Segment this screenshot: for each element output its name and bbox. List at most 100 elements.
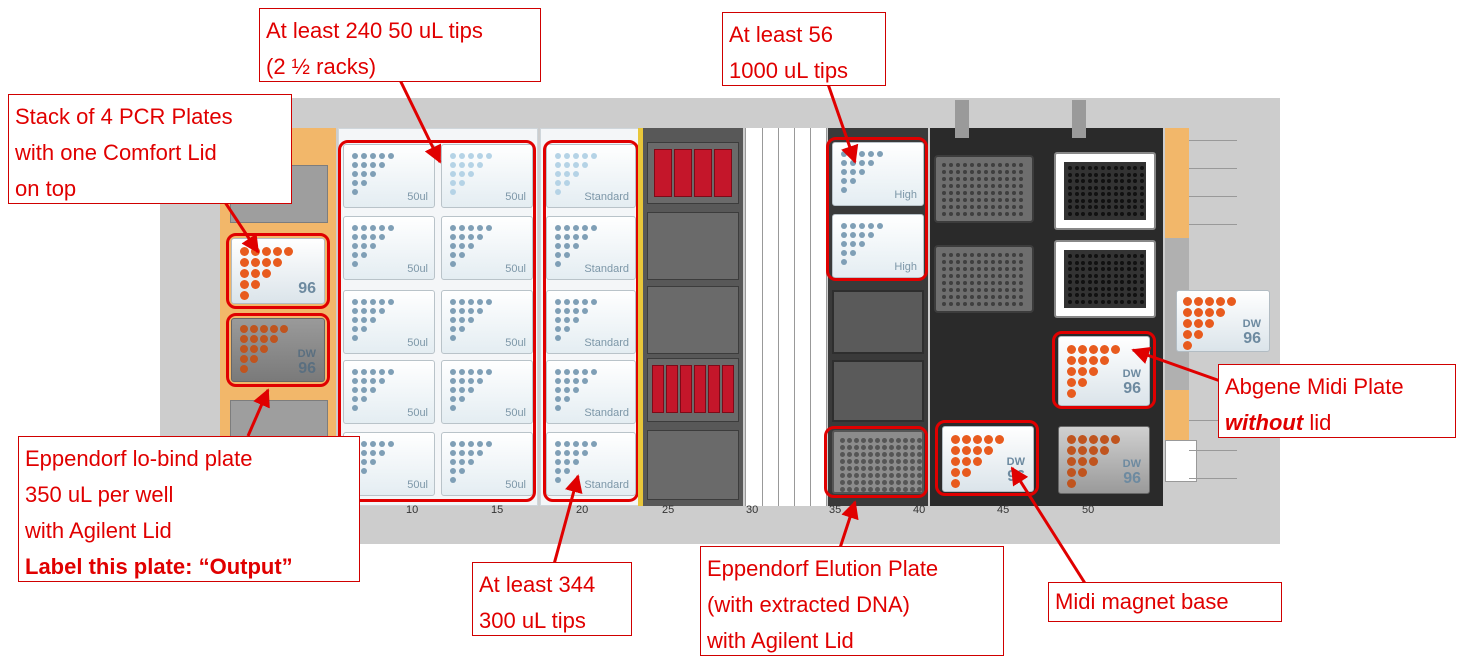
grid-well [1139, 273, 1144, 278]
well-dot [379, 153, 385, 159]
well-dot [477, 378, 483, 384]
well-dot [450, 261, 456, 267]
elution-plate[interactable] [832, 430, 924, 494]
well-dot [352, 252, 358, 258]
grid-well [963, 288, 967, 292]
tip-rack-50-3[interactable]: 50ul [343, 360, 435, 424]
well-dot [459, 308, 465, 314]
grid-well [1094, 267, 1098, 271]
well-dot [850, 178, 856, 184]
grid-well [1012, 302, 1016, 306]
grid-well [868, 459, 873, 464]
well-dot [370, 225, 376, 231]
grid-well [903, 459, 908, 464]
well-dot [260, 335, 268, 343]
well-dot [450, 180, 456, 186]
well-dot [984, 435, 993, 444]
grid-well [1068, 192, 1072, 196]
grid-well [970, 288, 974, 292]
well-dot [459, 252, 465, 258]
grid-well [970, 198, 974, 202]
well-dot [450, 299, 456, 305]
grid-well [847, 466, 852, 471]
tip-rack-300-0[interactable]: Standard [546, 144, 636, 208]
well-dot [555, 308, 561, 314]
well-dot [573, 308, 579, 314]
abgene-dw-label: DW [1122, 368, 1141, 380]
well-dot [1078, 345, 1087, 354]
well-dot [555, 189, 561, 195]
abgene-midi-plate[interactable]: DW 96 [1058, 336, 1150, 406]
grid-well [1068, 273, 1072, 278]
well-dot [859, 160, 865, 166]
tip-rack-300-4[interactable]: Standard [546, 432, 636, 496]
grid-well [882, 466, 887, 471]
grid-well [1100, 172, 1105, 177]
grid-well [963, 191, 967, 195]
tip-rack-300-1[interactable]: Standard [546, 216, 636, 280]
well-dot [450, 308, 456, 314]
tip-rack-50-5[interactable]: 50ul [441, 144, 533, 208]
grid-well [956, 177, 960, 181]
right-orange-strip-bottom [1165, 390, 1189, 440]
well-dot [361, 450, 367, 456]
tip-rack-50-6[interactable]: 50ul [441, 216, 533, 280]
well-dot [450, 317, 456, 323]
tip-rack-50-8[interactable]: 50ul [441, 360, 533, 424]
callout-output-plate-line3: with Agilent Lid [25, 518, 172, 543]
callout-abgene-line2: without lid [1225, 405, 1449, 441]
well-dot [564, 369, 570, 375]
grid-well [1019, 274, 1023, 278]
well-dot [379, 450, 385, 456]
grid-well [882, 487, 887, 492]
grid-well [1133, 166, 1137, 170]
well-dot [361, 459, 367, 465]
tip-rack-50-7[interactable]: 50ul [441, 290, 533, 354]
grid-well [998, 184, 1002, 188]
well-dot [962, 435, 971, 444]
grid-well [956, 198, 960, 202]
arrow-tips-1000 [826, 83, 859, 164]
grid-well [903, 466, 908, 471]
well-dot [468, 378, 474, 384]
well-dot [459, 468, 465, 474]
tip-rack-300-3[interactable]: Standard [546, 360, 636, 424]
well-dot [361, 369, 367, 375]
well-dot [841, 259, 847, 265]
well-dot [555, 369, 561, 375]
grid-well [977, 295, 981, 299]
grid-well [977, 302, 981, 306]
grid-well [984, 205, 988, 209]
grid-well [1005, 274, 1009, 278]
well-dot [573, 299, 579, 305]
well-dot [962, 446, 971, 455]
well-dot [973, 446, 982, 455]
well-dot [240, 365, 248, 373]
grid-well [875, 452, 880, 457]
tip-rack-50-0[interactable]: 50ul [343, 144, 435, 208]
well-dot [468, 243, 474, 249]
tip-rack-50-1[interactable]: 50ul [343, 216, 435, 280]
output-plate[interactable]: DW 96 [231, 318, 325, 382]
grid-well [991, 260, 995, 264]
grid-well [875, 487, 880, 492]
tip-rack-1000-1[interactable]: High [832, 214, 924, 278]
elution-plate-highlight [824, 426, 928, 498]
pcr-plate-96-label: 96 [298, 280, 316, 297]
grid-well [970, 295, 974, 299]
well-dot [582, 308, 588, 314]
grid-well [942, 170, 946, 174]
grid-well [991, 295, 995, 299]
tip-rack-50-9[interactable]: 50ul [441, 432, 533, 496]
callout-tips-300: At least 344 300 uL tips [472, 562, 632, 636]
grid-well [970, 205, 974, 209]
well-dot [486, 441, 492, 447]
well-dot [450, 369, 456, 375]
tip-rack-50-2[interactable]: 50ul [343, 290, 435, 354]
tip-rack-300-2[interactable]: Standard [546, 290, 636, 354]
grid-well [1005, 198, 1009, 202]
dw2-96-label: 96 [1123, 470, 1141, 487]
grid-well [1081, 211, 1085, 216]
grid-well [840, 445, 845, 450]
